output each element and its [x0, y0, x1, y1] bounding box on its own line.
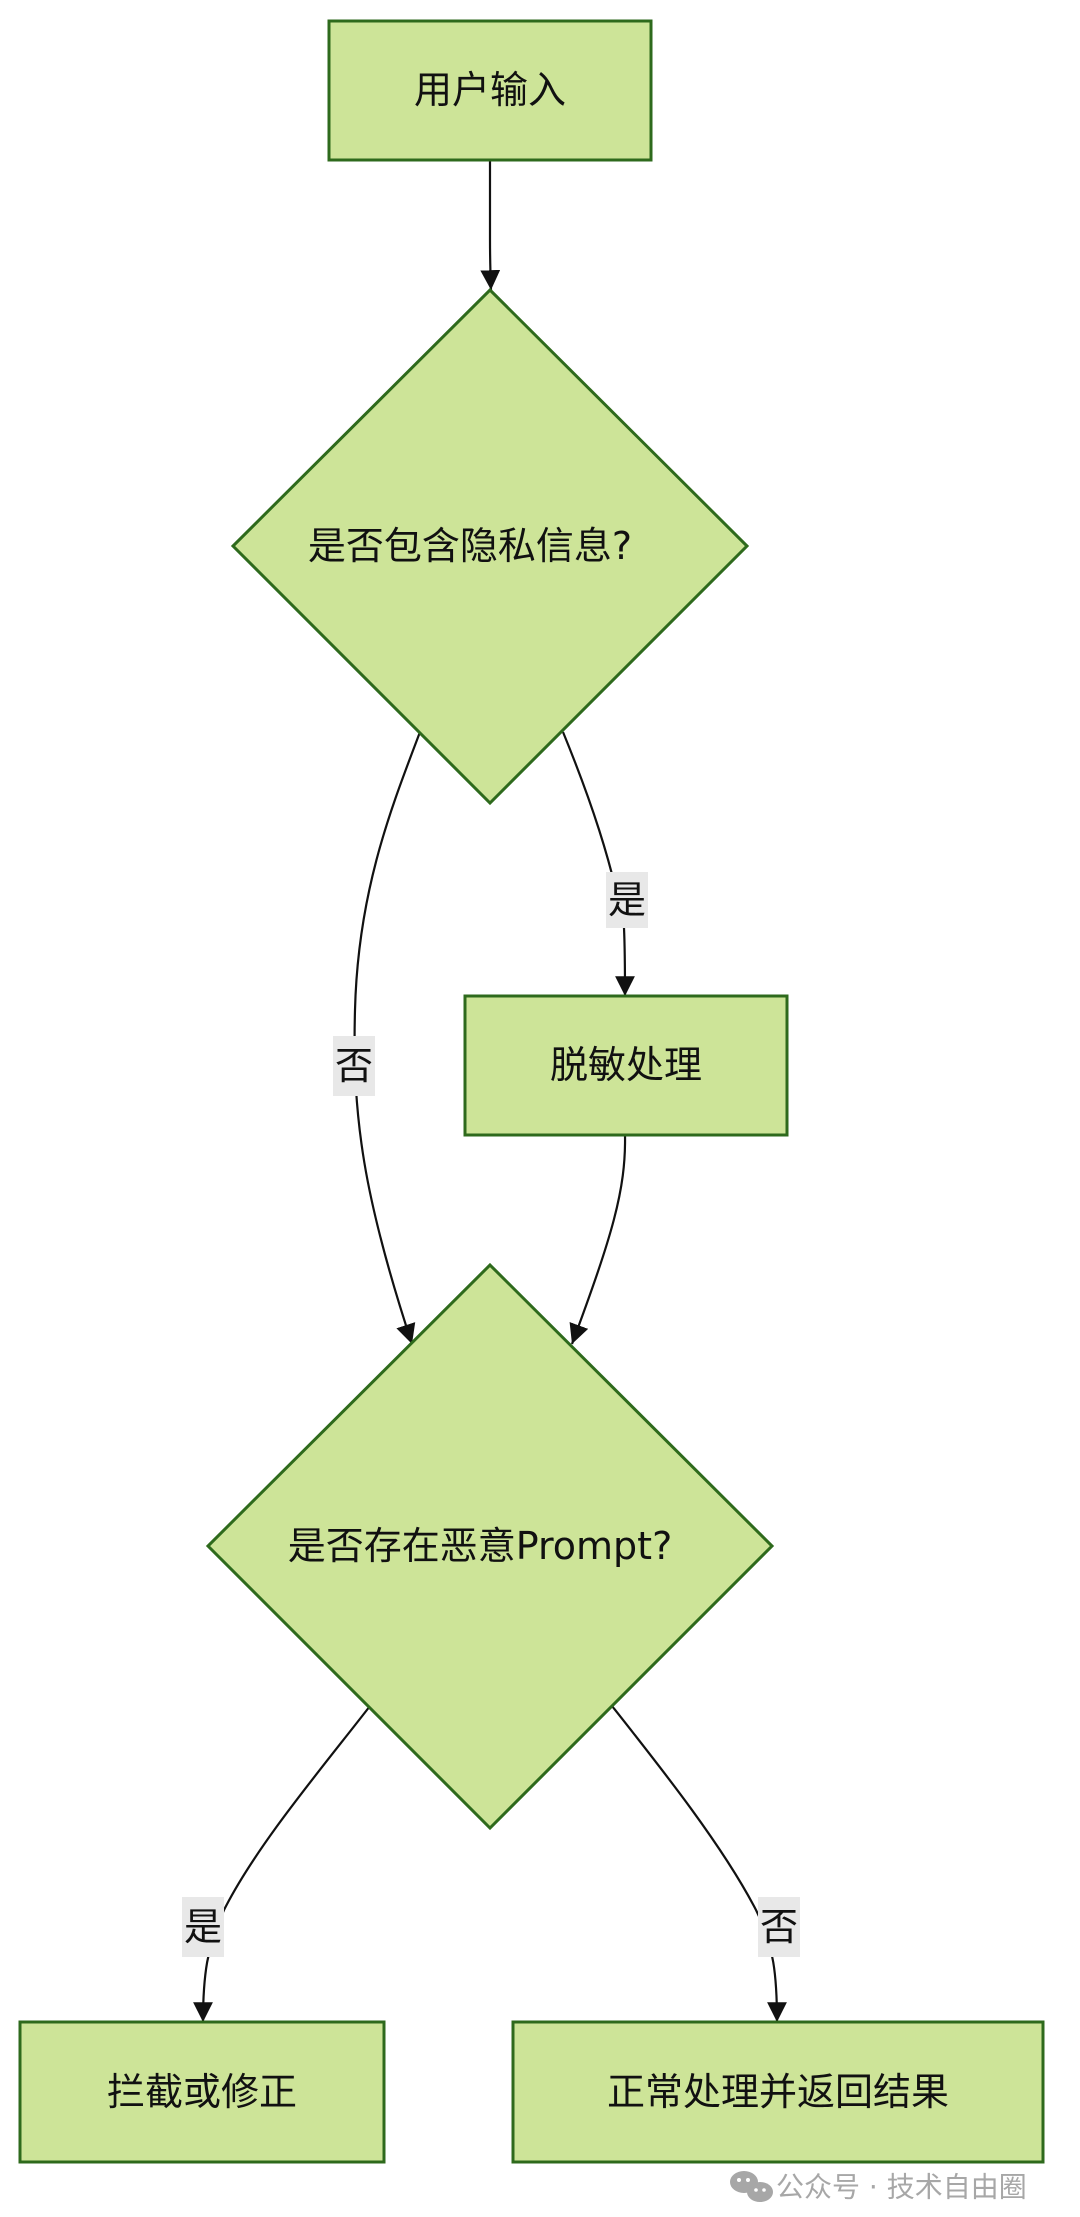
- edge-desensitize-to-malicious-check: [569, 1134, 627, 1345]
- edge-label-privacy-yes-text: 是: [608, 878, 646, 922]
- edge-label-malicious-yes: 是: [182, 1897, 224, 1957]
- edge-label-privacy-no-text: 否: [335, 1044, 373, 1088]
- node-privacy-check: 是否包含隐私信息?: [230, 287, 750, 806]
- wechat-icon: [730, 2171, 773, 2202]
- edge-label-privacy-yes: 是: [606, 872, 648, 928]
- edge-label-malicious-yes-text: 是: [184, 1905, 222, 1949]
- node-normal-process: 正常处理并返回结果: [511, 2020, 1045, 2164]
- node-user-input-label: 用户输入: [414, 68, 566, 112]
- node-user-input: 用户输入: [327, 19, 653, 162]
- edge-privacy-no: [353, 731, 422, 1345]
- node-privacy-check-label: 是否包含隐私信息?: [308, 524, 632, 568]
- node-desensitize-label: 脱敏处理: [550, 1043, 702, 1087]
- edge-privacy-yes: [561, 731, 635, 997]
- node-normal-process-label: 正常处理并返回结果: [607, 2070, 949, 2114]
- edge-label-malicious-no-text: 否: [760, 1905, 798, 1949]
- node-malicious-check-label: 是否存在恶意Prompt?: [288, 1524, 673, 1568]
- node-malicious-check: 是否存在恶意Prompt?: [205, 1262, 775, 1831]
- edge-input-to-privacy-check: [480, 160, 501, 291]
- edge-label-malicious-no: 否: [758, 1897, 800, 1957]
- node-block-or-correct-label: 拦截或修正: [107, 2070, 297, 2114]
- watermark-text: 公众号 · 技术自由圈: [776, 2171, 1027, 2204]
- edge-label-privacy-no: 否: [333, 1036, 375, 1096]
- node-block-or-correct: 拦截或修正: [18, 2020, 386, 2164]
- edge-malicious-no: [611, 1705, 787, 2023]
- edge-malicious-yes: [193, 1705, 371, 2023]
- node-desensitize: 脱敏处理: [463, 994, 789, 1137]
- watermark: 公众号 · 技术自由圈: [730, 2171, 1027, 2204]
